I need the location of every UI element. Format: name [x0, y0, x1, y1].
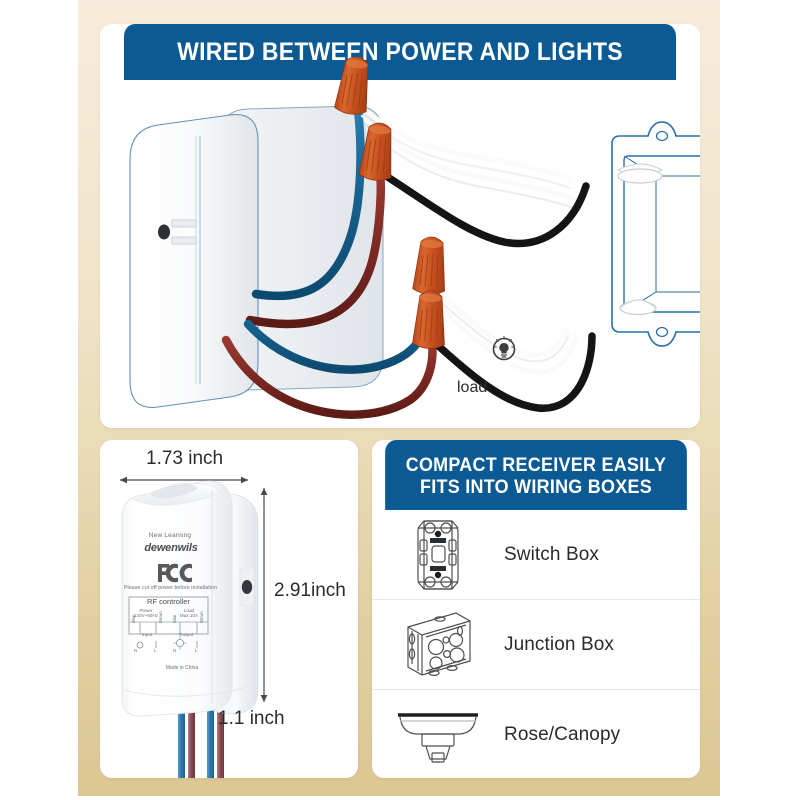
wire-nut-blue-white-illustration [334, 56, 369, 115]
junction-box-icon [372, 609, 504, 681]
device-dimensions-illustration [100, 440, 358, 778]
list-item-rose-canopy: Rose/Canopy [372, 690, 700, 778]
device-wire-brown-2: Brown [199, 611, 204, 623]
wiring-boxes-card: COMPACT RECEIVER EASILY FITS INTO WIRING… [372, 440, 700, 778]
load-label: load [457, 379, 488, 396]
device-tagline: New Learning [148, 532, 192, 539]
depth-dimension-label: 1.1 inch [218, 708, 285, 729]
device-terminal-n-in: N [134, 648, 138, 653]
device-wire-blue-1: Blue [131, 614, 136, 623]
device-output-wires [178, 690, 224, 778]
height-dimension-arrow [260, 488, 268, 702]
height-dimension-label: 2.91inch [274, 580, 346, 601]
list-item-switch-box: Switch Box [372, 510, 700, 600]
device-power-value: 120V~60Hz [133, 613, 159, 618]
boxes-title-line2: FITS INTO WIRING BOXES [419, 476, 652, 498]
device-dimensions-card: New Learning dewenwils Please cut off po… [100, 440, 358, 778]
wire-nut-brown-black-illustration [358, 122, 392, 181]
device-spec-box [128, 596, 209, 650]
switch-box-icon [372, 516, 504, 594]
width-dimension-arrow [120, 476, 248, 484]
boxes-title-line1: COMPACT RECEIVER EASILY [405, 453, 667, 476]
device-brand: dewenwils [144, 542, 198, 554]
wire-nut-load-blue-white-illustration [412, 236, 445, 295]
device-wire-blue-2: Blue [172, 614, 177, 623]
rose-canopy-label: Rose/Canopy [504, 723, 621, 745]
device-terminal-n-out: N [173, 648, 177, 653]
width-dimension-label: 1.73 inch [146, 448, 224, 469]
device-power-label: Power [139, 608, 153, 613]
device-terminal-l-in: L [154, 648, 157, 653]
switch-box-label: Switch Box [504, 543, 599, 565]
electrical-junction-box-illustration [611, 121, 700, 347]
wiring-panel-title: WIRED BETWEEN POWER AND LIGHTS [124, 24, 676, 80]
device-input-label: Input [141, 633, 153, 638]
list-item-junction-box: Junction Box [372, 600, 700, 690]
wire-nut-load-brown-black-illustration [412, 290, 445, 349]
device-wire-brown-1: Brown [158, 611, 163, 623]
device-spec-title: RF controller [147, 597, 190, 606]
device-output-label: Output [178, 633, 194, 638]
device-terminal-l-out: L [195, 648, 198, 653]
rose-canopy-icon [372, 703, 504, 767]
load-bulb-icon [492, 335, 516, 361]
boxes-panel-title: COMPACT RECEIVER EASILY FITS INTO WIRING… [385, 440, 687, 510]
junction-box-label: Junction Box [504, 633, 614, 655]
device-load-value: Max 10A [179, 613, 199, 618]
wiring-diagram-illustration [100, 24, 700, 428]
device-load-label: Load [183, 608, 195, 613]
box-type-list: Switch Box [372, 510, 700, 778]
wiring-diagram-card: WIRED BETWEEN POWER AND LIGHTS [100, 24, 700, 428]
device-origin: Made in China [165, 665, 199, 671]
device-warning: Please cut off power before installation [124, 585, 218, 591]
fcc-mark [158, 563, 192, 583]
